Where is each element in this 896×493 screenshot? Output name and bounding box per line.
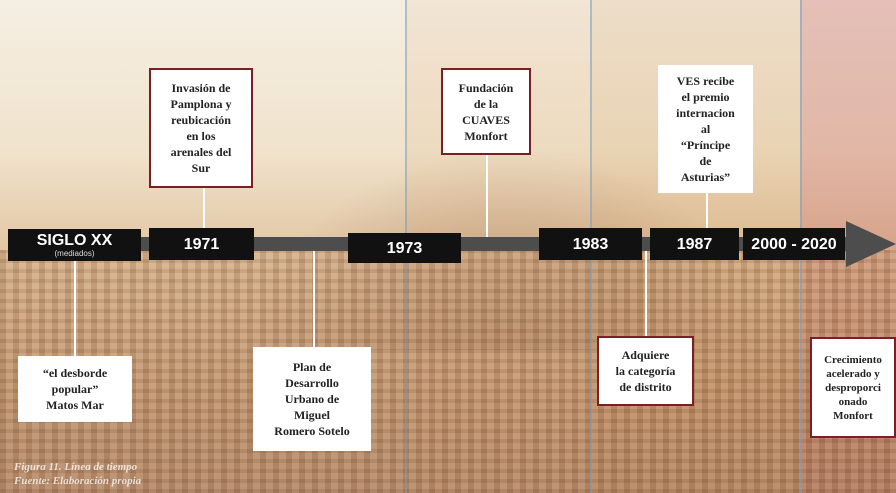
year-text: 1971 (183, 235, 220, 253)
event-box-1987: VES recibe el premio internacion al “Prí… (658, 65, 753, 193)
connector-1983 (645, 251, 647, 336)
event-text: Adquiere la categoría de distrito (615, 348, 676, 394)
year-label-siglo-xx: SIGLO XX (mediados) (8, 229, 141, 261)
year-text: SIGLO XX (36, 232, 113, 249)
connector-plan (313, 251, 315, 347)
year-label-1971: 1971 (149, 228, 254, 260)
event-text: VES recibe el premio internacion al “Prí… (676, 74, 735, 184)
year-label-1983: 1983 (539, 228, 642, 260)
connector-1973 (486, 155, 488, 237)
event-text: Crecimiento acelerado y desproporci onad… (824, 353, 882, 422)
year-label-1973: 1973 (348, 233, 461, 263)
figure-caption-source: Fuente: Elaboración propia (14, 475, 142, 487)
year-text: 1973 (386, 239, 423, 257)
event-box-siglo-xx: “el desborde popular” Matos Mar (18, 356, 132, 422)
connector-1971 (203, 188, 205, 228)
connector-siglo-xx (74, 261, 76, 356)
figure-caption-title: Figura 11. Línea de tiempo (14, 461, 138, 473)
event-box-1983: Adquiere la categoría de distrito (597, 336, 694, 406)
year-subtext: (mediados) (54, 249, 95, 258)
year-text: 1987 (676, 235, 713, 253)
year-label-1987: 1987 (650, 228, 739, 260)
city-background (0, 250, 896, 493)
year-text: 2000 - 2020 (751, 235, 837, 253)
event-text: Invasión de Pamplona y reubicación en lo… (170, 81, 232, 175)
event-text: Fundación de la CUAVES Monfort (458, 80, 514, 143)
event-text: Plan de Desarrollo Urbano de Miguel Rome… (274, 360, 350, 438)
year-label-2000-2020: 2000 - 2020 (743, 228, 845, 260)
event-box-1973: Fundación de la CUAVES Monfort (441, 68, 531, 155)
timeline-arrowhead (846, 221, 896, 267)
year-text: 1983 (572, 235, 609, 253)
connector-1987 (706, 193, 708, 228)
event-box-plan: Plan de Desarrollo Urbano de Miguel Rome… (253, 347, 371, 451)
event-text: “el desborde popular” Matos Mar (42, 366, 108, 412)
event-box-1971: Invasión de Pamplona y reubicación en lo… (149, 68, 253, 188)
event-box-2000-2020: Crecimiento acelerado y desproporci onad… (810, 337, 896, 438)
